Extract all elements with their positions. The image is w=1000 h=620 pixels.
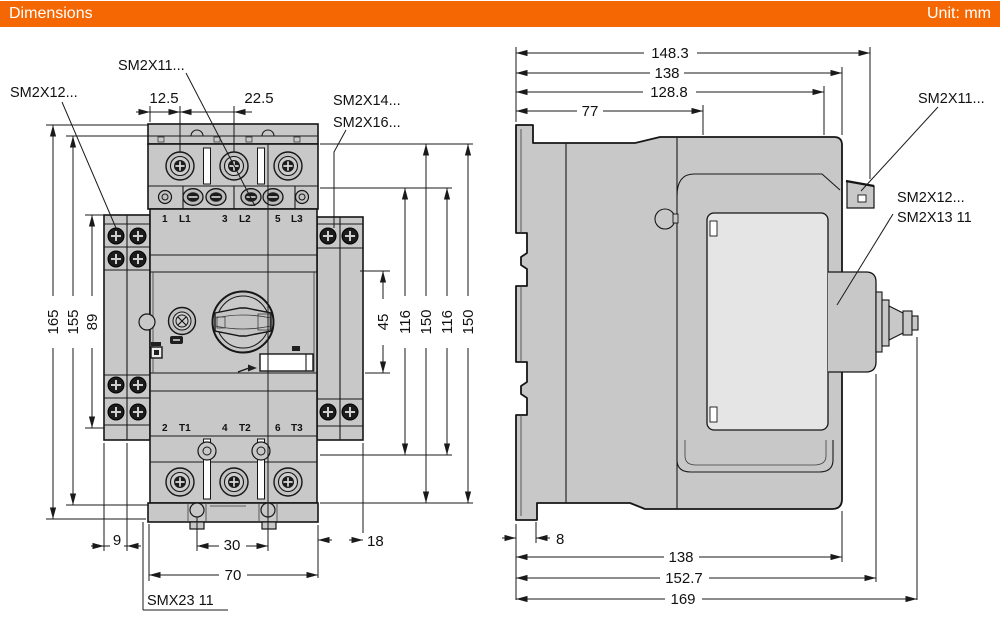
front-aux-block-right	[316, 216, 364, 441]
label-side-sm2x11: SM2X11...	[918, 91, 985, 107]
label-sm2x14: SM2X14...	[333, 93, 401, 109]
terminal-label: 4	[222, 423, 228, 434]
front-dimensions: 12.5 22.5 165 155 89	[45, 90, 477, 584]
dim-30: 30	[224, 537, 241, 554]
front-view: 1 L1 3 L2 5 L3 2 T1 4 T2 6 T3	[10, 58, 477, 611]
terminal-label: 3	[222, 214, 228, 225]
dim-150b: 150	[460, 309, 477, 334]
trip-arrow-icon	[237, 364, 257, 373]
label-sm2x12: SM2X12...	[10, 85, 78, 101]
front-part-labels: SM2X12... SM2X11... SM2X14... SM2X16... …	[10, 58, 401, 611]
dim-89: 89	[84, 314, 101, 331]
label-sm2x16: SM2X16...	[333, 115, 401, 131]
current-dial	[167, 306, 197, 344]
side-view: 148.3 138 128.8 77 8 138	[502, 45, 985, 608]
side-part-labels: SM2X11... SM2X12... SM2X13 11	[836, 91, 985, 306]
dim-77: 77	[582, 103, 599, 120]
dim-12-5: 12.5	[149, 90, 178, 107]
dim-169: 169	[670, 591, 695, 608]
terminal-label: L3	[291, 214, 303, 225]
terminal-label: T1	[179, 423, 191, 434]
dim-9: 9	[113, 532, 121, 549]
side-knob-module	[828, 271, 919, 373]
section-header: Dimensions Unit: mm	[0, 1, 1000, 27]
dim-8: 8	[556, 531, 564, 548]
marking-window	[259, 346, 314, 372]
front-terminal-labels: 1 L1 3 L2 5 L3 2 T1 4 T2 6 T3	[162, 214, 303, 434]
terminal-label: 2	[162, 423, 168, 434]
dim-155: 155	[65, 309, 82, 334]
label-side-sm2x12: SM2X12...	[897, 190, 965, 206]
terminal-label: T3	[291, 423, 303, 434]
terminal-label: 5	[275, 214, 281, 225]
front-body	[138, 123, 319, 530]
label-sm2x11: SM2X11...	[118, 58, 185, 74]
dim-150: 150	[418, 309, 435, 334]
unit-label: Unit: mm	[927, 5, 991, 22]
terminal-label: L1	[179, 214, 191, 225]
side-front-panel	[706, 212, 829, 431]
rotary-handle	[211, 290, 275, 354]
dim-152-7: 152.7	[665, 570, 703, 587]
dim-45: 45	[375, 314, 392, 331]
label-smx23-11: SMX23 11	[147, 593, 214, 609]
section-title: Dimensions	[9, 5, 93, 22]
terminal-label: 6	[275, 423, 281, 434]
dim-138-bottom: 138	[668, 549, 693, 566]
dim-128-8: 128.8	[650, 84, 688, 101]
dim-70: 70	[225, 567, 242, 584]
dim-18: 18	[367, 533, 384, 550]
dim-22-5: 22.5	[244, 90, 273, 107]
side-top-terminal-box	[845, 179, 875, 209]
dim-116: 116	[397, 310, 414, 334]
label-side-sm2x13: SM2X13 11	[897, 210, 972, 226]
dim-165: 165	[45, 309, 62, 334]
test-button	[150, 342, 163, 359]
terminal-label: 1	[162, 214, 168, 225]
dim-116b: 116	[439, 310, 456, 334]
terminal-label: L2	[239, 214, 251, 225]
side-dimensions: 148.3 138 128.8 77 8 138	[502, 45, 918, 608]
dim-148-3: 148.3	[651, 45, 689, 62]
dim-138-top: 138	[654, 65, 679, 82]
terminal-label: T2	[239, 423, 251, 434]
